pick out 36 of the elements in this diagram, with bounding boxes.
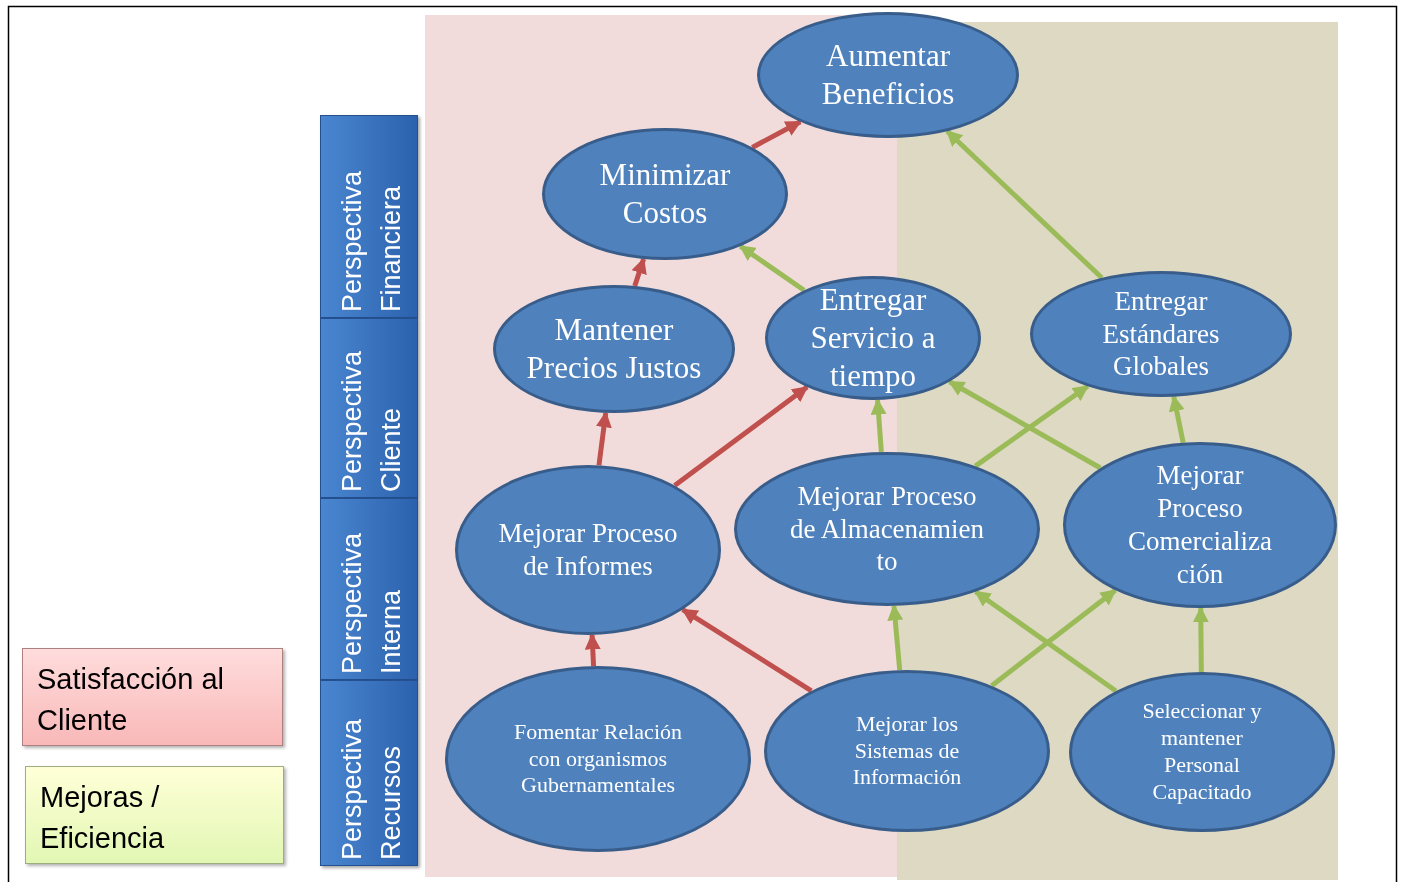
perspective-box [320,680,418,866]
arrow [973,384,1090,469]
objective-label: Mejorar Proceso Comercializa ción [1127,459,1273,591]
arrow [1192,606,1209,673]
objective-label: Fomentar Relación con organismos Gubernamentales [513,718,683,800]
arrow [681,607,813,693]
objective-label: Mejorar los Sistemas de Información [851,710,963,792]
arrow [990,588,1117,688]
arrow [751,119,802,150]
objective-label: Entregar Servicio a tiempo [809,281,937,395]
arrow [974,589,1118,694]
arrow [595,411,612,466]
perspective-box [320,115,418,318]
perspective-box [320,498,418,680]
perspective-label: Perspectiva Recursos [336,717,408,860]
objective-label: Aumentar Beneficios [820,37,956,113]
perspective-label: Perspectiva Financiera [336,169,408,312]
perspective-label: Perspectiva Interna [336,531,408,674]
objective-label: Mejorar Proceso de Informes [498,517,678,583]
arrow [673,385,809,488]
arrow [584,633,601,667]
objective-label: Mejorar Proceso de Almacenamien to [788,479,986,579]
objective-label: Entregar Estándares Globales [1101,284,1221,384]
arrow [887,604,904,671]
arrow [945,129,1104,280]
perspective-label: Perspectiva Cliente [336,349,408,492]
objective-label: Mantener Precios Justos [525,311,703,387]
objective-label: Minimizar Costos [598,156,732,232]
arrow [948,379,1102,471]
arrow [870,398,887,453]
objective-label: Seleccionar y mantener Personal Capacitado [1141,698,1263,806]
arrow [1168,395,1186,444]
legend-label: Mejoras / Eficiencia [40,780,166,857]
arrow [738,244,806,293]
perspective-box [320,318,418,498]
legend-label: Satisfacción al Cliente [37,662,225,739]
